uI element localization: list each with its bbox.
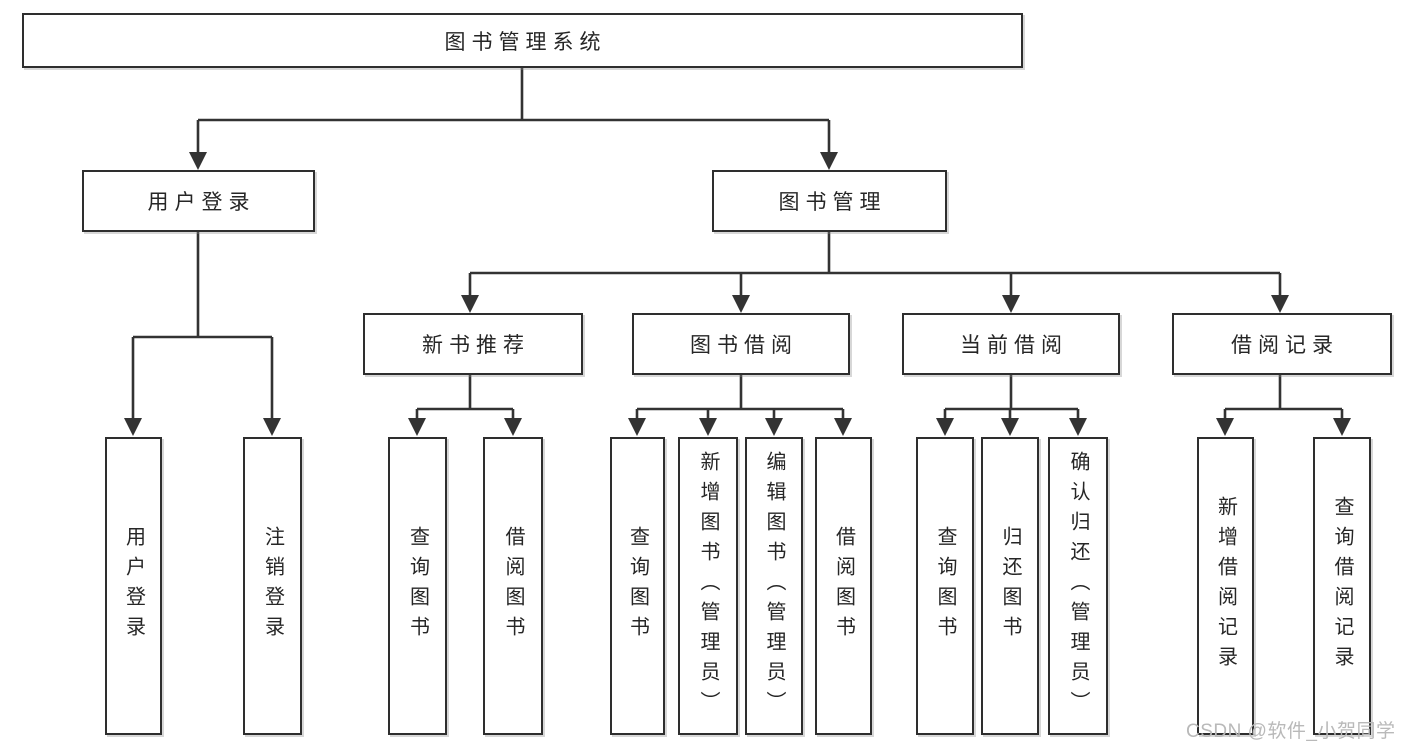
leaf-user-login: 用户登录 [105,437,162,735]
leaf-query-books-borrowing: 查询图书 [610,437,665,735]
node-borrowing-records: 借阅记录 [1172,313,1392,375]
node-root: 图书管理系统 [22,13,1023,68]
leaf-add-book-admin: 新增图书（管理员） [678,437,738,735]
leaf-return-book: 归还图书 [981,437,1039,735]
leaf-logout: 注销登录 [243,437,302,735]
node-current-borrowing: 当前借阅 [902,313,1120,375]
leaf-query-books-recommend: 查询图书 [388,437,447,735]
leaf-query-borrow-record: 查询借阅记录 [1313,437,1371,735]
leaf-borrow-books-borrowing: 借阅图书 [815,437,872,735]
node-user-login: 用户登录 [82,170,315,232]
node-book-borrowing: 图书借阅 [632,313,850,375]
csdn-watermark: CSDN @软件_小贺同学 [1186,721,1396,742]
leaf-add-borrow-record: 新增借阅记录 [1197,437,1254,735]
leaf-confirm-return-admin: 确认归还（管理员） [1048,437,1108,735]
leaf-edit-book-admin: 编辑图书（管理员） [745,437,803,735]
node-book-management: 图书管理 [712,170,947,232]
leaf-borrow-books-recommend: 借阅图书 [483,437,543,735]
node-new-book-recommend: 新书推荐 [363,313,583,375]
leaf-query-books-current: 查询图书 [916,437,974,735]
